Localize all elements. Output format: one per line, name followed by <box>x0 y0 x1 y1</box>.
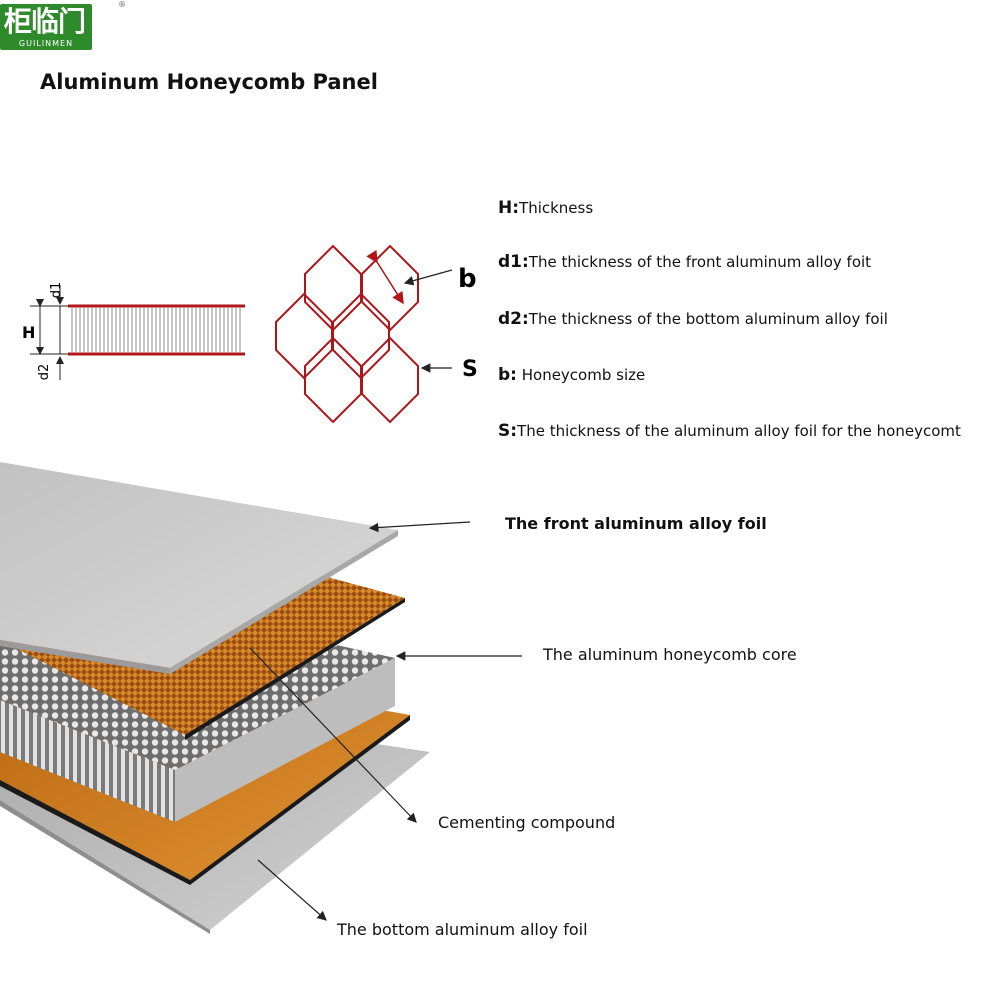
b-label: b <box>458 264 477 294</box>
legend-d2-key: d2: <box>498 309 529 329</box>
honeycomb-hexagons <box>275 244 419 424</box>
callout-front-foil: The front aluminum alloy foil <box>505 514 767 533</box>
d1-label: d1 <box>49 282 64 299</box>
callout-bottom-foil: The bottom aluminum alloy foil <box>337 920 588 939</box>
front-foil-layer <box>0 462 398 674</box>
callout-core: The aluminum honeycomb core <box>543 645 797 664</box>
brand-name-cn: 柜临门 <box>4 5 86 38</box>
legend-h-text: Thickness <box>519 199 594 217</box>
legend-d1-text: The thickness of the front aluminum allo… <box>528 253 872 271</box>
cross-section: d1 H d2 <box>22 282 245 381</box>
legend-h: H:Thickness <box>498 198 593 218</box>
s-label: S <box>462 357 478 382</box>
legend-s: S:The thickness of the aluminum alloy fo… <box>498 421 961 441</box>
legend-d1-key: d1: <box>498 252 529 272</box>
legend-b-key: b: <box>498 365 517 385</box>
brand-name-en: GUILINMEN <box>18 39 74 48</box>
page-title: Aluminum Honeycomb Panel <box>40 70 378 94</box>
legend-s-text: The thickness of the aluminum alloy foil… <box>517 422 961 440</box>
callout-cement: Cementing compound <box>438 813 616 832</box>
brand-logo: 柜临门 GUILINMEN <box>0 4 92 50</box>
d2-label: d2 <box>37 364 52 381</box>
legend-d2: d2:The thickness of the bottom aluminum … <box>498 309 888 329</box>
h-label: H <box>22 323 35 342</box>
legend-b-text: Honeycomb size <box>516 366 646 384</box>
registered-mark: ® <box>118 0 126 9</box>
legend-d1: d1:The thickness of the front aluminum a… <box>498 252 871 272</box>
legend-h-key: H: <box>498 198 520 218</box>
legend-d2-text: The thickness of the bottom aluminum all… <box>528 310 888 328</box>
legend-s-key: S: <box>498 421 518 441</box>
legend-b: b: Honeycomb size <box>498 365 645 385</box>
